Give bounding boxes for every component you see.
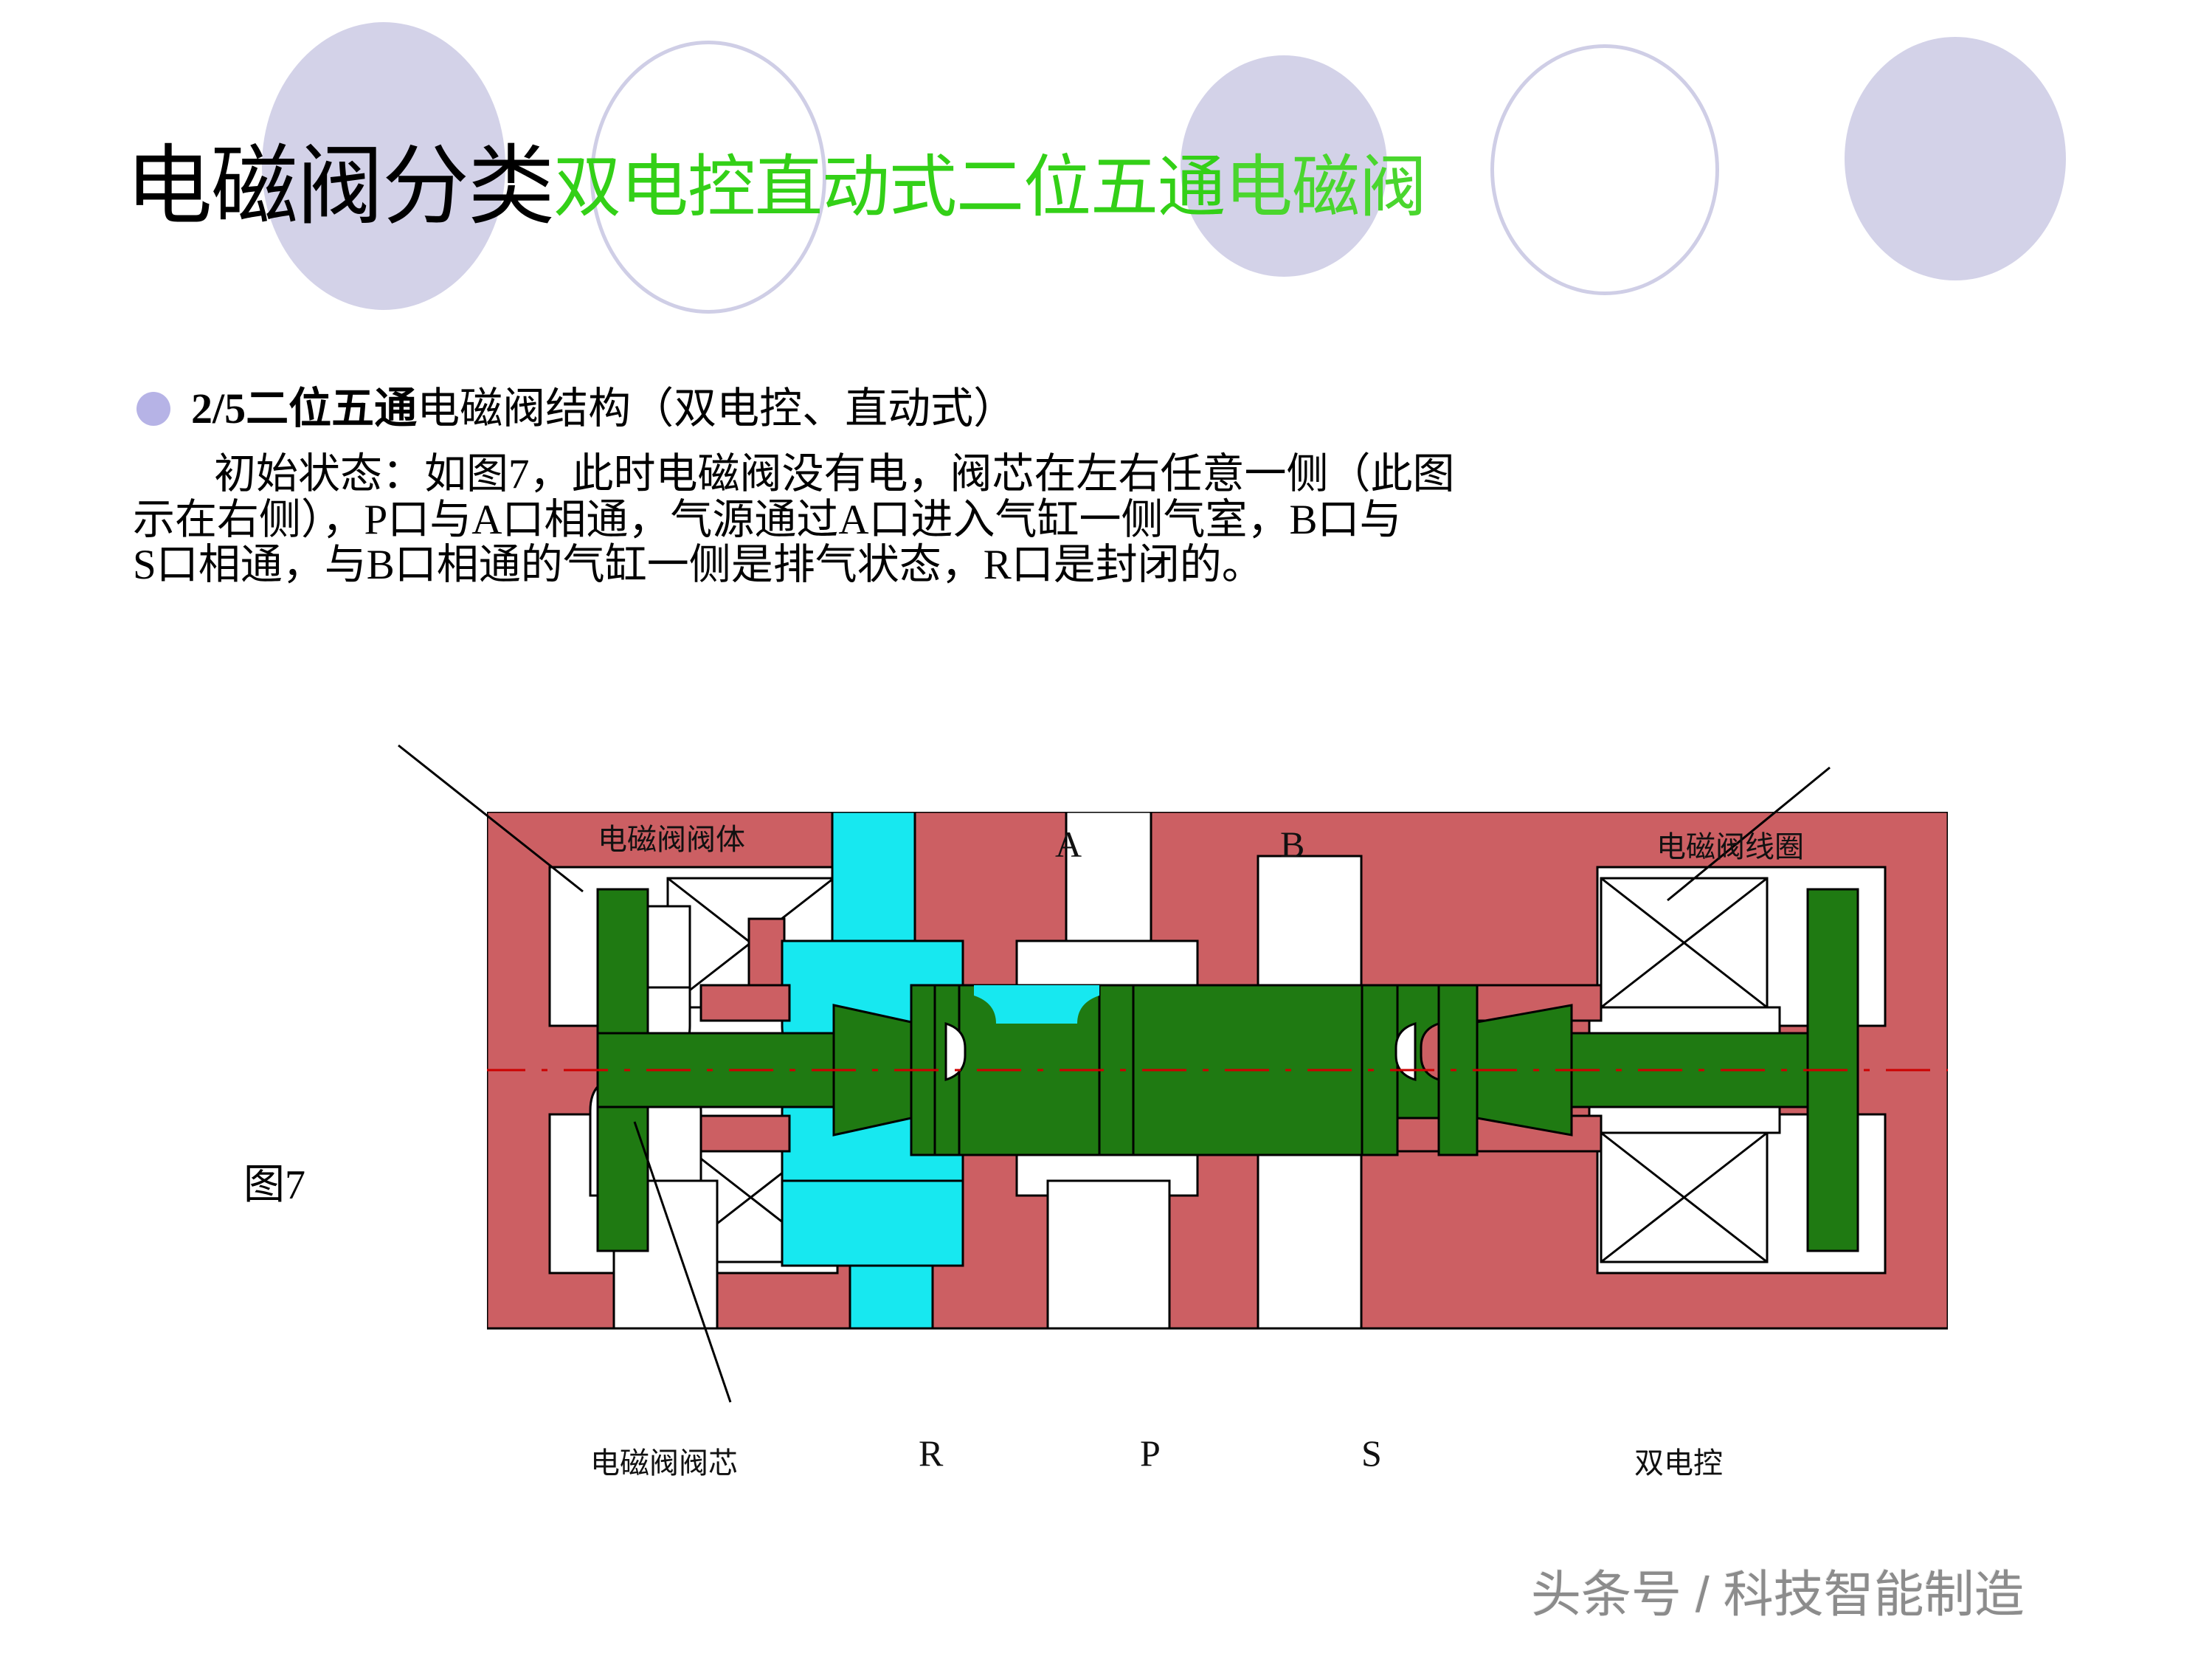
label-spool: 电磁阀阀芯: [590, 1446, 738, 1480]
solenoid-valve-diagram: [398, 744, 1948, 1424]
decor-circle-3: [1181, 55, 1387, 277]
label-port-p: P: [1140, 1432, 1161, 1474]
figure-caption: 图7: [243, 1162, 305, 1208]
label-port-b: B: [1280, 824, 1305, 865]
bullet-rest: 电磁阀结构（双电控、直动式）: [417, 384, 1017, 432]
leader-line-body: [398, 744, 584, 893]
decor-circle-1: [262, 22, 505, 310]
paragraph-line-3-text: S口相通，与B口相通的气缸一侧是排气状态，R口是封闭的。: [133, 542, 1264, 589]
decor-circle-2: [590, 41, 826, 314]
body-paragraph: 初始状态：如图7，此时电磁阀没有电，阀芯在左右任意一侧（此图 示在右侧），P口与…: [133, 452, 2169, 588]
label-body: 电磁阀阀体: [598, 823, 745, 856]
leader-line-coil: [1667, 766, 1831, 902]
watermark: 头条号 / 科技智能制造: [1531, 1567, 2025, 1623]
label-port-s: S: [1361, 1432, 1382, 1474]
label-dual-control: 双电控: [1634, 1446, 1723, 1480]
paragraph-line-2-text: 示在右侧），P口与A口相通，气源通过A口进入气缸一侧气室，B口与: [133, 496, 1402, 543]
decor-circle-5: [1845, 37, 2066, 280]
title-main: 电磁阀分类: [125, 139, 555, 235]
leader-line-spool: [633, 1121, 732, 1403]
paragraph-line-2: 示在右侧），P口与A口相通，气源通过A口进入气缸一侧气室，B口与: [133, 497, 2169, 543]
label-coil: 电磁阀线圈: [1656, 830, 1804, 863]
paragraph-line-1: 初始状态：如图7，此时电磁阀没有电，阀芯在左右任意一侧（此图: [133, 452, 2169, 497]
slide-title: 电磁阀分类双电控直动式二位五通电磁阀: [125, 144, 1427, 231]
decor-circle-4: [1490, 44, 1719, 295]
label-port-a: A: [1055, 824, 1082, 865]
bullet-dot-icon: [136, 392, 170, 426]
bullet-text: 2/5二位五通电磁阀结构（双电控、直动式）: [191, 387, 1016, 430]
title-subtitle-b: 电磁阀: [1225, 150, 1427, 225]
label-port-r: R: [919, 1432, 944, 1474]
title-subtitle-a: 双电控直动式二位五通: [553, 150, 1226, 225]
paragraph-line-3: S口相通，与B口相通的气缸一侧是排气状态，R口是封闭的。: [133, 542, 2169, 588]
paragraph-line-1-text: 初始状态：如图7，此时电磁阀没有电，阀芯在左右任意一侧（此图: [214, 451, 1455, 497]
bullet-strong: 2/5二位五通: [191, 384, 418, 432]
decorative-circle-band: [0, 0, 2212, 347]
bullet-item: 2/5二位五通电磁阀结构（双电控、直动式）: [136, 387, 1016, 430]
